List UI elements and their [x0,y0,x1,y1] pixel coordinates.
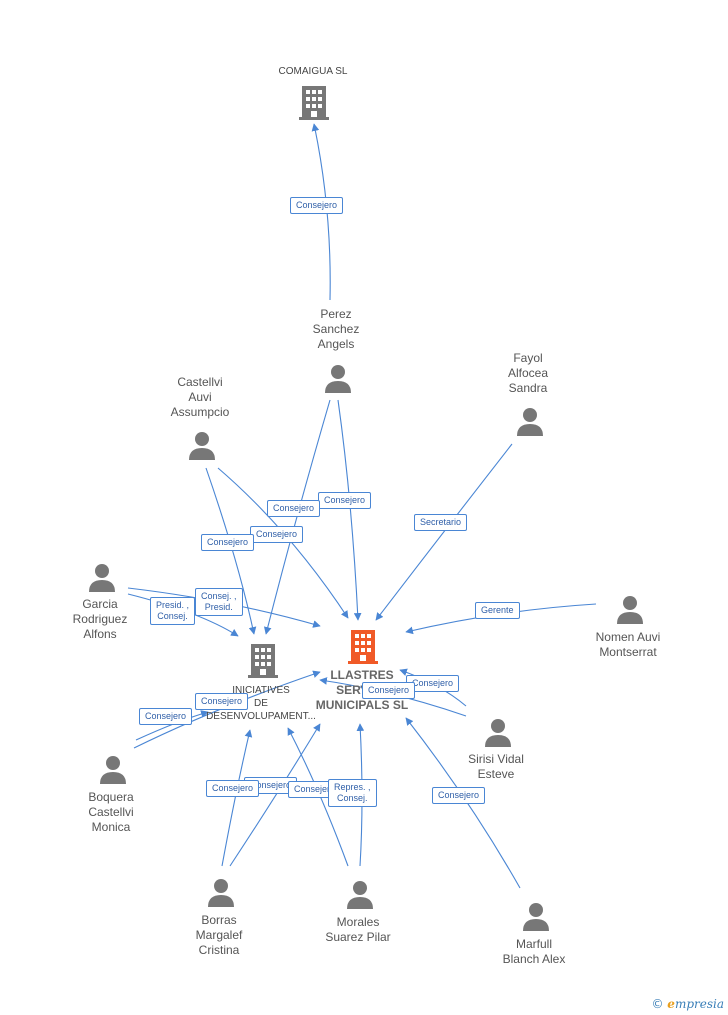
building-icon[interactable] [299,84,329,120]
edge-label[interactable]: Secretario [414,514,468,531]
person-icon[interactable] [615,594,645,624]
person-icon[interactable] [323,363,353,393]
brand-initial: e [667,997,675,1011]
edge-label[interactable]: Consejero [362,682,416,699]
edge-perez-llastres [337,399,362,621]
company-comaigua-label: COMAIGUA SL [278,66,348,77]
brand-name: mpresia [674,997,724,1011]
edge-label[interactable]: Consejero [139,708,193,725]
copyright-symbol: © [651,997,664,1011]
brand-logo[interactable]: © empresia [651,997,724,1011]
edge-perez-iniciatives [263,399,331,635]
person-icon[interactable] [206,877,236,907]
person-icon[interactable] [98,754,128,784]
person-icon[interactable] [87,562,117,592]
edge-label[interactable]: Consejero [432,787,486,804]
person-icon[interactable] [515,406,545,436]
person-icon[interactable] [345,879,375,909]
building-icon[interactable] [248,642,278,678]
edge-borras-iniciatives-1 [221,729,253,867]
person-icon[interactable] [187,430,217,460]
edge-label[interactable]: Consejero [250,526,304,543]
edge-label[interactable]: Consejero [201,534,255,551]
edge-label[interactable]: Consejero [290,197,344,214]
person-icon[interactable] [483,717,513,747]
edge-label[interactable]: Repres. ,Consej. [328,779,377,807]
person-icon[interactable] [521,901,551,931]
edge-label[interactable]: Consejero [267,500,321,517]
edge-label[interactable]: Consejero [318,492,372,509]
main-building-icon[interactable] [348,628,378,664]
edge-label[interactable]: Consejero [195,693,249,710]
company-iniciatives-label: INICIATIVES DE DESENVOLUPAMENT... [206,685,316,722]
edge-castellvi-iniciatives [205,467,257,635]
edge-label[interactable]: Consej. ,Presid. [195,588,243,616]
edge-label[interactable]: Presid. ,Consej. [150,597,196,625]
edge-label[interactable]: Consejero [206,780,260,797]
edge-fayol-llastres [375,443,513,621]
edge-label[interactable]: Gerente [475,602,520,619]
